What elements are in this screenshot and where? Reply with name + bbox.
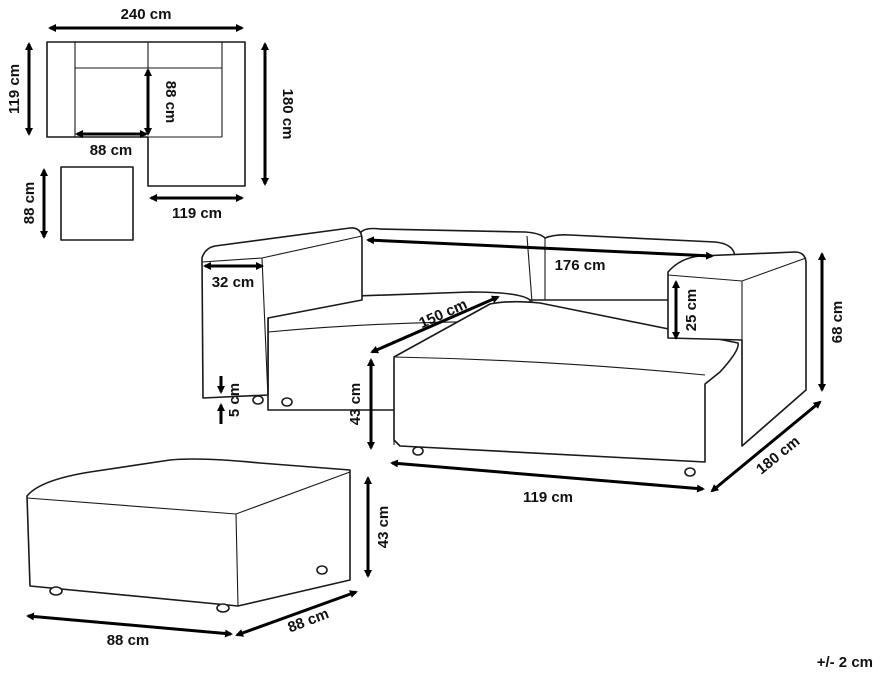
label-ottoman-width: 88 cm <box>107 632 150 649</box>
label-seat-height: 43 cm <box>347 383 364 426</box>
ottoman-perspective <box>26 458 351 613</box>
sofa-left-armrest <box>201 227 363 399</box>
label-armrest-height: 25 cm <box>683 289 700 332</box>
label-top-seat-depth: 88 cm <box>162 81 179 124</box>
sofa-perspective <box>201 227 807 477</box>
label-total-height: 68 cm <box>829 301 846 344</box>
label-ottoman-plan-depth: 88 cm <box>21 182 38 225</box>
plan-sofa-outline <box>46 41 246 187</box>
label-top-chaise-width: 119 cm <box>172 205 222 222</box>
plan-ottoman-outline <box>60 166 134 241</box>
sofa-right-armrest <box>667 251 807 447</box>
label-chaise-width: 119 cm <box>523 489 573 506</box>
label-armrest-width: 32 cm <box>212 274 255 291</box>
label-chaise-depth: 180 cm <box>753 433 803 478</box>
label-back-width: 176 cm <box>555 257 606 274</box>
tolerance-note: +/- 2 cm <box>816 654 873 671</box>
ottoman-body <box>26 458 351 607</box>
label-top-seat-width: 88 cm <box>90 142 133 159</box>
label-top-depth-left: 119 cm <box>6 64 23 114</box>
label-leg-height: 5 cm <box>226 383 243 417</box>
label-top-width: 240 cm <box>121 6 172 23</box>
label-top-total-depth: 180 cm <box>279 89 296 140</box>
label-ottoman-height: 43 cm <box>375 506 392 549</box>
